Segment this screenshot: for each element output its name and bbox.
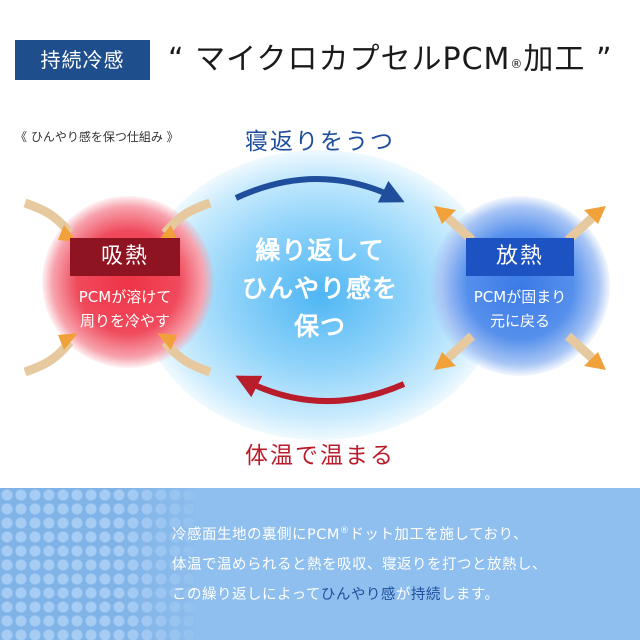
title-end: 加工 ” (523, 42, 613, 77)
mechanism-subtitle: 《 ひんやり感を保つ仕組み 》 (15, 130, 179, 144)
highlight-lasting: 持続 (410, 586, 441, 603)
fabric-fade (120, 488, 210, 640)
description-line-1b: ドット加工を施しており、 (349, 526, 528, 543)
curved-arrow-right-icon (234, 176, 405, 203)
description-line-3c: します。 (440, 586, 500, 603)
description-registered-mark: ® (339, 526, 350, 536)
center-line-2: ひんやり感を (241, 274, 398, 303)
description-line-3b: が (395, 586, 411, 603)
description-line-2: 体温で温められると熱を吸収、寝返りを打つと放熱し、 (172, 556, 547, 573)
page-title: “ マイクロカプセルPCM®加工 ” (168, 38, 612, 82)
diagram-arrows (23, 176, 606, 404)
arrow-out-icons (434, 206, 606, 370)
heat-absorb-line-2: 周りを冷やす (79, 312, 170, 330)
heat-absorb-text: PCMが溶けて 周りを冷やす (55, 285, 195, 333)
heat-release-line-1: PCMが固まり (473, 288, 567, 306)
body-heat-label: 体温で温まる (245, 443, 395, 469)
description-line-3: この繰り返しによってひんやり感が持続します。 (172, 580, 632, 610)
title-main: “ マイクロカプセルPCM (168, 42, 511, 77)
center-line-3: 保つ (293, 312, 346, 341)
heat-release-badge: 放熱 (466, 238, 574, 276)
registered-mark: ® (510, 57, 524, 71)
highlight-cool-feeling: ひんやり感 (320, 586, 396, 603)
arrow-in-icons (23, 198, 212, 377)
center-line-1: 繰り返して (255, 236, 385, 265)
heat-release-text: PCMが固まり 元に戻る (450, 285, 590, 333)
heat-release-line-2: 元に戻る (489, 312, 550, 330)
curved-arrow-left-icon (235, 375, 406, 404)
description-line-1a: 冷感面生地の裏側にPCM (172, 526, 340, 543)
description-text: 冷感面生地の裏側にPCM®ドット加工を施しており、 体温で温められると熱を吸収、… (172, 516, 632, 610)
heat-absorb-line-1: PCMが溶けて (78, 288, 172, 306)
heat-absorb-badge: 吸熱 (70, 238, 180, 276)
center-message: 繰り返して ひんやり感を 保つ (200, 232, 440, 346)
description-line-3a: この繰り返しによって (172, 586, 321, 603)
description-line-1: 冷感面生地の裏側にPCM®ドット加工を施しており、 (172, 516, 632, 550)
feature-tag: 持続冷感 (15, 40, 150, 80)
